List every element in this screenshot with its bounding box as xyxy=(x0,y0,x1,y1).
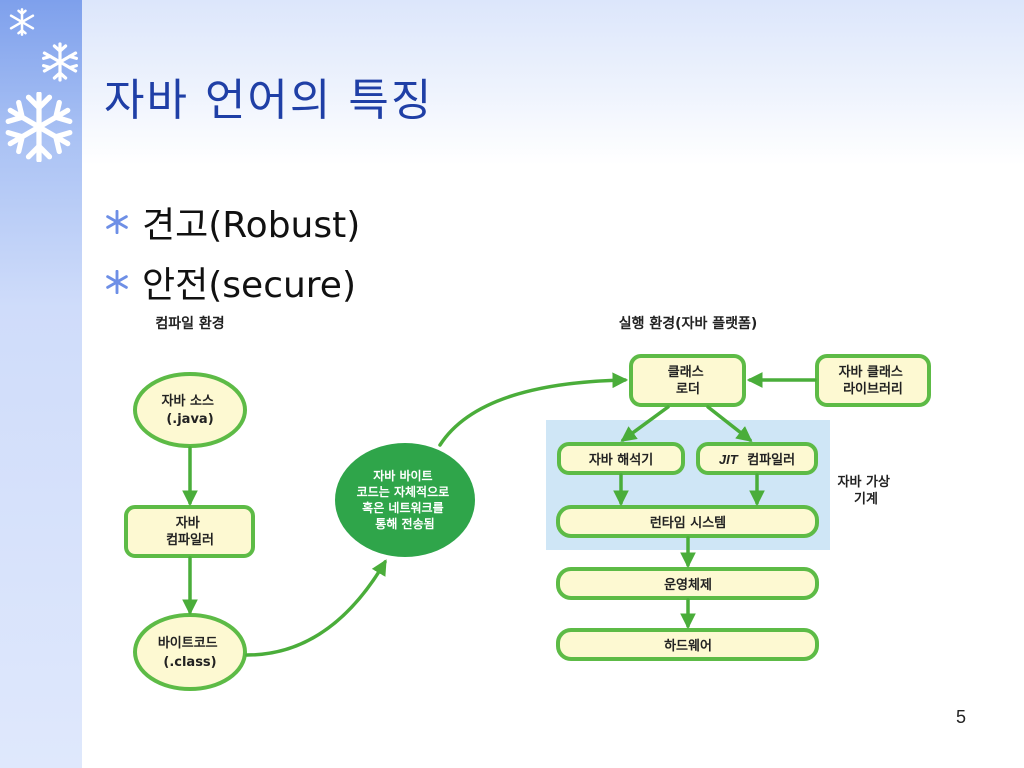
snowflake-icon xyxy=(5,92,73,162)
snowflake-icon xyxy=(42,42,78,82)
svg-text:자바 소스 (.java): 자바 소스 (.java) xyxy=(162,393,219,427)
page-number: 5 xyxy=(955,707,966,727)
snowflake-bullet-icon xyxy=(92,210,142,234)
bullet-text: 안전(secure) xyxy=(142,265,357,306)
hardware-node: 하드웨어 xyxy=(556,628,819,661)
arrow-bytecode-to-transfer xyxy=(245,559,387,657)
class-loader-node: 클래스 로더 xyxy=(629,354,746,407)
title-band xyxy=(82,0,1024,165)
svg-text:하드웨어: 하드웨어 xyxy=(664,638,712,654)
svg-text:런타임 시스템: 런타임 시스템 xyxy=(650,515,726,531)
svg-text:바이트코드 (.class): 바이트코드 (.class) xyxy=(158,635,222,670)
java-source-node: 자바 소스 (.java) xyxy=(133,372,247,448)
snowflake-bullet-icon xyxy=(92,270,142,294)
bytecode-node: 바이트코드 (.class) xyxy=(133,613,247,691)
jit-compiler-node: JIT 컴파일러 xyxy=(696,442,818,475)
jvm-label: 자바 가상 기계 xyxy=(838,474,895,507)
bullet-item: 안전(secure) xyxy=(92,252,360,312)
bullet-text: 견고(Robust) xyxy=(142,205,361,246)
compile-env-header: 컴파일 환경 xyxy=(155,315,224,332)
arrow-loader-to-jit xyxy=(706,405,753,442)
operating-system-node: 운영체제 xyxy=(556,567,819,600)
arrow-loader-to-interpreter xyxy=(620,405,670,442)
runtime-system-node: 런타임 시스템 xyxy=(556,505,819,538)
svg-text:운영체제: 운영체제 xyxy=(664,578,712,593)
bullet-list: 견고(Robust) 안전(secure) xyxy=(92,192,360,312)
class-library-node: 자바 클래스 라이브러리 xyxy=(815,354,931,407)
runtime-env-header: 실행 환경(자바 플랫폼) xyxy=(619,315,757,332)
svg-text:클래스 로더: 클래스 로더 xyxy=(668,365,708,397)
interpreter-node: 자바 해석기 xyxy=(557,442,685,475)
svg-text:자바 컴파일러: 자바 컴파일러 xyxy=(166,515,214,548)
svg-text:JIT 컴파일러: JIT 컴파일러 xyxy=(719,452,795,468)
svg-text:자바 해석기: 자바 해석기 xyxy=(589,452,653,468)
bullet-item: 견고(Robust) xyxy=(92,192,360,252)
svg-text:자바 클래스 라이브러리: 자바 클래스 라이브러리 xyxy=(839,364,908,397)
bytecode-transfer-node: 자바 바이트 코드는 자체적으로 혹은 네트워크를 통해 전송됨 xyxy=(335,443,475,557)
arrow-transfer-to-classloader xyxy=(438,372,629,447)
svg-text:자바 바이트 코드는 자체적으로: 자바 바이트 코드는 자체적으로 혹은 네트워크를 통해 전송됨 xyxy=(357,468,454,531)
slide-title: 자바 언어의 특징 xyxy=(104,75,434,126)
java-compiler-node: 자바 컴파일러 xyxy=(124,505,255,558)
snowflake-icon xyxy=(9,8,35,36)
